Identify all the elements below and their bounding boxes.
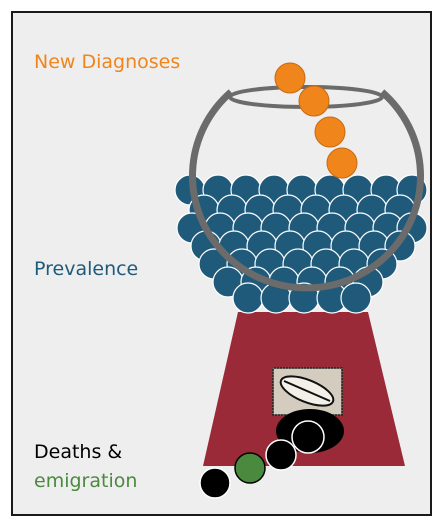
new-diagnoses-label: New Diagnoses <box>34 51 181 73</box>
exit-ball-death <box>199 467 231 499</box>
coin-slot-line <box>283 380 331 402</box>
exit-ball-death <box>291 420 325 454</box>
new-diagnosis-ball <box>314 116 346 148</box>
emigration-label: emigration <box>34 470 138 492</box>
new-diagnosis-ball <box>274 62 306 94</box>
incoming-balls <box>274 62 358 179</box>
new-diagnosis-ball <box>298 85 330 117</box>
prevalence-ball <box>340 282 372 314</box>
bowl-glass <box>189 89 424 292</box>
prevalence-label: Prevalence <box>34 258 139 280</box>
exit-ball-death <box>265 439 297 471</box>
prevalence-ball <box>232 282 264 314</box>
new-diagnosis-ball <box>326 147 358 179</box>
deaths-label: Deaths & <box>34 441 123 463</box>
exit-ball-emigration <box>234 452 266 484</box>
